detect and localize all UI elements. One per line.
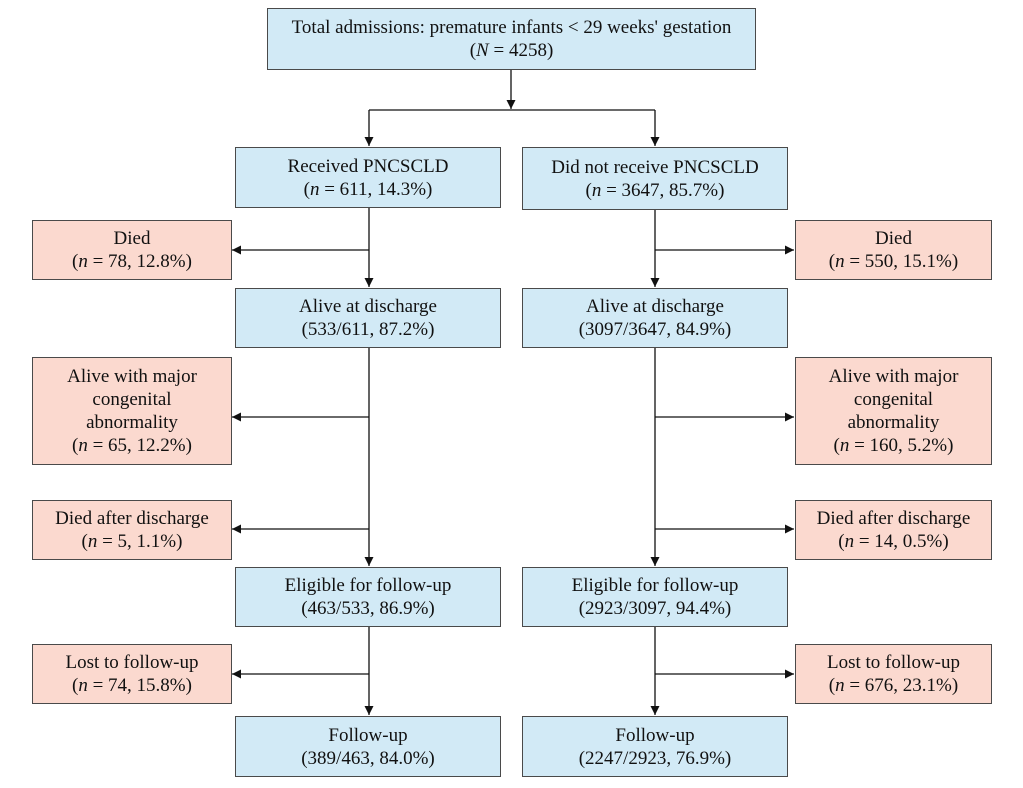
- box-stat: (463/533, 86.9%): [301, 598, 435, 619]
- box-title: Received PNCSCLD: [287, 155, 449, 177]
- left-followup-box: Follow-up (389/463, 84.0%): [235, 716, 501, 777]
- box-stat: (N = 4258): [469, 40, 554, 61]
- box-title-1: Alive with major: [67, 366, 197, 387]
- left-eligible-box: Eligible for follow-up (463/533, 86.9%): [235, 567, 501, 627]
- box-stat: (n = 3647, 85.7%): [585, 179, 725, 201]
- box-title: Follow-up: [328, 724, 408, 746]
- box-title-2: congenital: [853, 389, 934, 410]
- box-stat: (533/611, 87.2%): [301, 319, 435, 340]
- box-title: Died: [875, 228, 912, 249]
- box-stat: (n = 676, 23.1%): [828, 675, 959, 696]
- box-title: Total admissions: premature infants < 29…: [291, 17, 732, 38]
- box-stat: (n = 74, 15.8%): [72, 675, 192, 696]
- box-title: Eligible for follow-up: [284, 575, 452, 596]
- left-died-box: Died (n = 78, 12.8%): [32, 220, 232, 280]
- box-stat: (389/463, 84.0%): [301, 747, 435, 769]
- box-title: Died after discharge: [55, 508, 209, 529]
- box-stat: (n = 78, 12.8%): [72, 251, 192, 272]
- box-title-2: congenital: [92, 389, 172, 410]
- box-title-3: abnormality: [847, 412, 940, 433]
- box-title: Lost to follow-up: [827, 652, 960, 673]
- box-title: Did not receive PNCSCLD: [551, 156, 759, 178]
- box-title: Eligible for follow-up: [571, 575, 739, 596]
- box-title: Alive at discharge: [299, 296, 437, 317]
- box-title: Died after discharge: [816, 508, 971, 529]
- box-stat: (n = 14, 0.5%): [838, 531, 949, 552]
- left-alive-discharge-box: Alive at discharge (533/611, 87.2%): [235, 288, 501, 348]
- right-lost-box: Lost to follow-up (n = 676, 23.1%): [795, 644, 992, 704]
- right-eligible-box: Eligible for follow-up (2923/3097, 94.4%…: [522, 567, 788, 627]
- box-stat: (2923/3097, 94.4%): [578, 598, 732, 619]
- box-title: Died: [113, 228, 151, 249]
- box-stat: (2247/2923, 76.9%): [578, 747, 732, 769]
- box-stat: (n = 5, 1.1%): [81, 531, 183, 552]
- right-died-box: Died (n = 550, 15.1%): [795, 220, 992, 280]
- box-stat: (n = 611, 14.3%): [303, 178, 433, 200]
- right-alive-discharge-box: Alive at discharge (3097/3647, 84.9%): [522, 288, 788, 348]
- received-pncscld-box: Received PNCSCLD (n = 611, 14.3%): [235, 147, 501, 208]
- box-stat: (n = 550, 15.1%): [828, 251, 959, 272]
- box-title-3: abnormality: [86, 412, 178, 433]
- did-not-receive-pncscld-box: Did not receive PNCSCLD (n = 3647, 85.7%…: [522, 147, 788, 210]
- box-title-1: Alive with major: [828, 366, 959, 387]
- right-abnormality-box: Alive with major congenital abnormality …: [795, 357, 992, 465]
- box-stat: (3097/3647, 84.9%): [578, 319, 732, 340]
- left-abnormality-box: Alive with major congenital abnormality …: [32, 357, 232, 465]
- right-died-after-discharge-box: Died after discharge (n = 14, 0.5%): [795, 500, 992, 560]
- left-lost-box: Lost to follow-up (n = 74, 15.8%): [32, 644, 232, 704]
- box-stat: (n = 160, 5.2%): [833, 435, 954, 456]
- box-title: Alive at discharge: [586, 296, 724, 317]
- right-followup-box: Follow-up (2247/2923, 76.9%): [522, 716, 788, 777]
- box-title: Lost to follow-up: [65, 652, 199, 673]
- total-admissions-box: Total admissions: premature infants < 29…: [267, 8, 756, 70]
- left-died-after-discharge-box: Died after discharge (n = 5, 1.1%): [32, 500, 232, 560]
- box-title: Follow-up: [615, 724, 695, 746]
- box-stat: (n = 65, 12.2%): [72, 435, 192, 456]
